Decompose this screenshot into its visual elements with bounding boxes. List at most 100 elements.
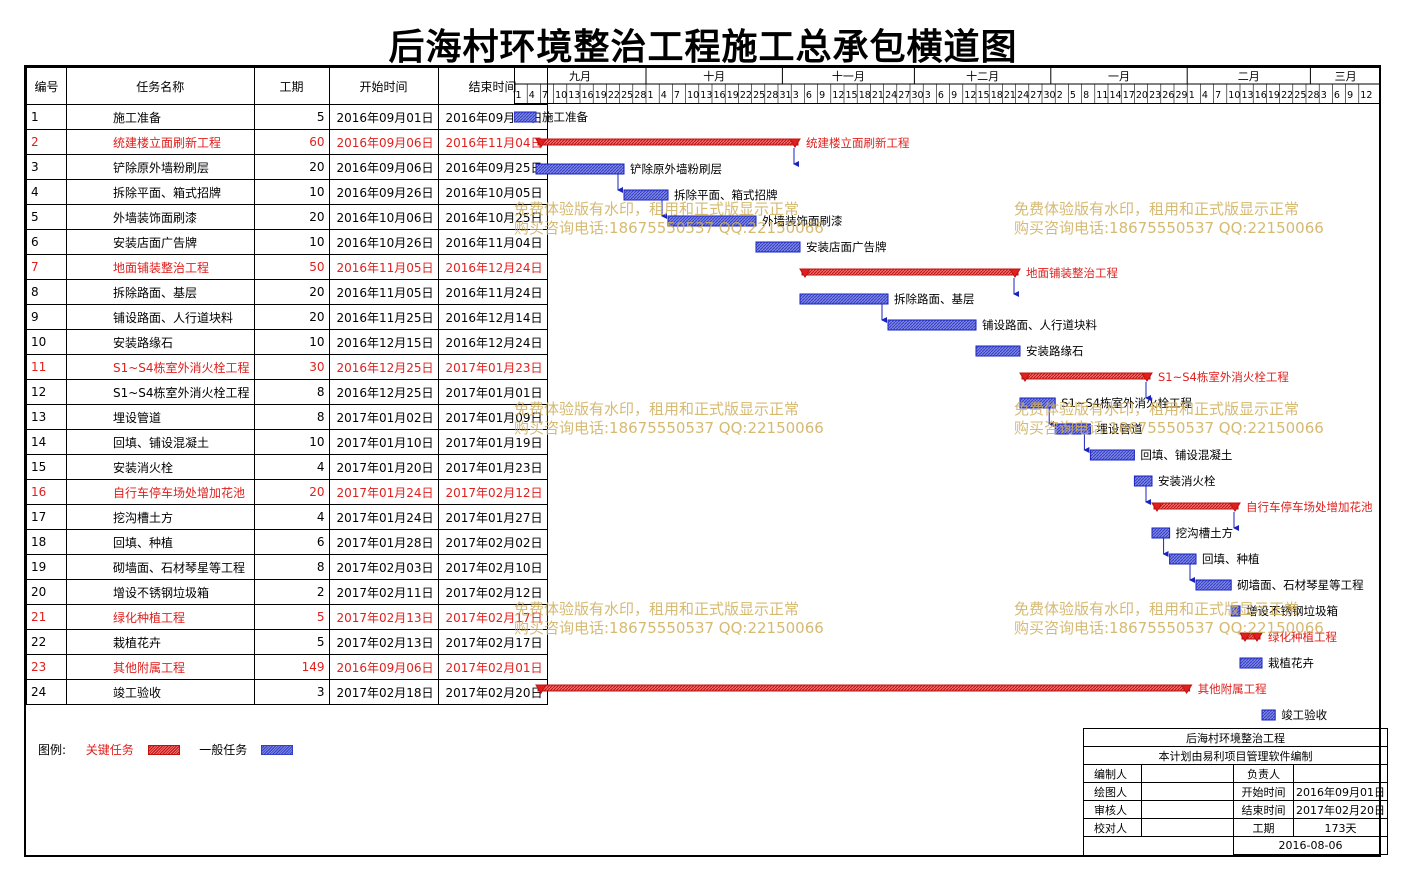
- day-label: 19: [1268, 90, 1280, 101]
- summary-bar: [1021, 372, 1151, 380]
- info-cell: 负责人: [1233, 764, 1294, 783]
- task-id: 19: [26, 554, 67, 580]
- day-label: 25: [753, 90, 765, 101]
- task-end: 2016年11月04日: [437, 229, 548, 255]
- task-id: 11: [26, 354, 67, 380]
- task-start: 2016年11月05日: [328, 254, 439, 280]
- day-label: 3: [1321, 90, 1327, 101]
- task-end: 2016年12月24日: [437, 329, 548, 355]
- day-label: 20: [1136, 90, 1148, 101]
- day-label: 1: [516, 90, 522, 101]
- task-name: 施工准备: [66, 104, 255, 130]
- summary-bar-end-cap: [1141, 372, 1153, 382]
- task-id: 22: [26, 629, 67, 655]
- task-name: 自行车停车场处增加花池: [66, 479, 255, 505]
- sheet-frame: [24, 65, 1381, 857]
- task-name: 其他附属工程: [66, 654, 255, 680]
- bar-label: 其他附属工程: [1198, 682, 1267, 696]
- day-label: 19: [595, 90, 607, 101]
- task-start: 2017年02月18日: [328, 679, 439, 705]
- day-label: 9: [1347, 90, 1353, 101]
- task-id: 1: [26, 104, 67, 130]
- task-bar: [1261, 709, 1276, 721]
- summary-bar-end-cap: [1251, 632, 1263, 642]
- col-duration-header: 工期: [253, 67, 330, 105]
- day-label: 25: [1294, 90, 1306, 101]
- task-duration: 10: [253, 329, 330, 355]
- task-id: 14: [26, 429, 67, 455]
- day-label: 4: [529, 90, 535, 101]
- task-name: 埋设管道: [66, 404, 255, 430]
- task-start: 2016年09月26日: [328, 179, 439, 205]
- task-id: 23: [26, 654, 67, 680]
- bar-label: 增设不锈钢垃圾箱: [1246, 604, 1338, 618]
- day-label: 24: [885, 90, 897, 101]
- day-label: 27: [1030, 90, 1042, 101]
- task-start: 2017年01月24日: [328, 504, 439, 530]
- task-id: 24: [26, 679, 67, 705]
- info-cell: [1141, 800, 1234, 819]
- day-label: 17: [1123, 90, 1135, 101]
- task-start: 2017年01月02日: [328, 404, 439, 430]
- task-id: 21: [26, 604, 67, 630]
- bar-label: 挖沟槽土方: [1176, 526, 1234, 540]
- task-bar: [1169, 553, 1197, 565]
- task-bar: [1054, 423, 1091, 435]
- task-duration: 8: [253, 404, 330, 430]
- day-label: 10: [687, 90, 699, 101]
- day-label: 10: [555, 90, 567, 101]
- task-bar: [887, 319, 977, 331]
- task-bar: [1019, 397, 1056, 409]
- bar-label: 安装消火栓: [1158, 474, 1216, 488]
- info-cell: [1141, 782, 1234, 801]
- task-bar: [975, 345, 1021, 357]
- day-label: 22: [1281, 90, 1293, 101]
- legend-normal-label: 一般任务: [199, 743, 248, 757]
- day-label: 21: [872, 90, 884, 101]
- task-duration: 5: [253, 104, 330, 130]
- bar-label: 铺设路面、人行道块料: [982, 318, 1097, 332]
- task-name: 增设不锈钢垃圾箱: [66, 579, 255, 605]
- day-label: 18: [991, 90, 1003, 101]
- month-label: 三月: [1335, 70, 1357, 83]
- task-id: 2: [26, 129, 67, 155]
- day-label: 5: [1070, 90, 1076, 101]
- task-duration: 6: [253, 529, 330, 555]
- bar-label: S1~S4栋室外消火栓工程: [1158, 370, 1289, 384]
- task-duration: 10: [253, 429, 330, 455]
- day-label: 14: [1110, 90, 1122, 101]
- task-duration: 60: [253, 129, 330, 155]
- summary-bar-start-cap: [535, 684, 547, 694]
- legend-critical-swatch: [147, 744, 180, 755]
- info-cell: 开始时间: [1233, 782, 1294, 801]
- day-label: 31: [780, 90, 792, 101]
- legend: 图例: 关键任务 一般任务: [38, 741, 294, 758]
- page-title: 后海村环境整治工程施工总承包横道图: [388, 26, 1018, 68]
- day-label: 15: [846, 90, 858, 101]
